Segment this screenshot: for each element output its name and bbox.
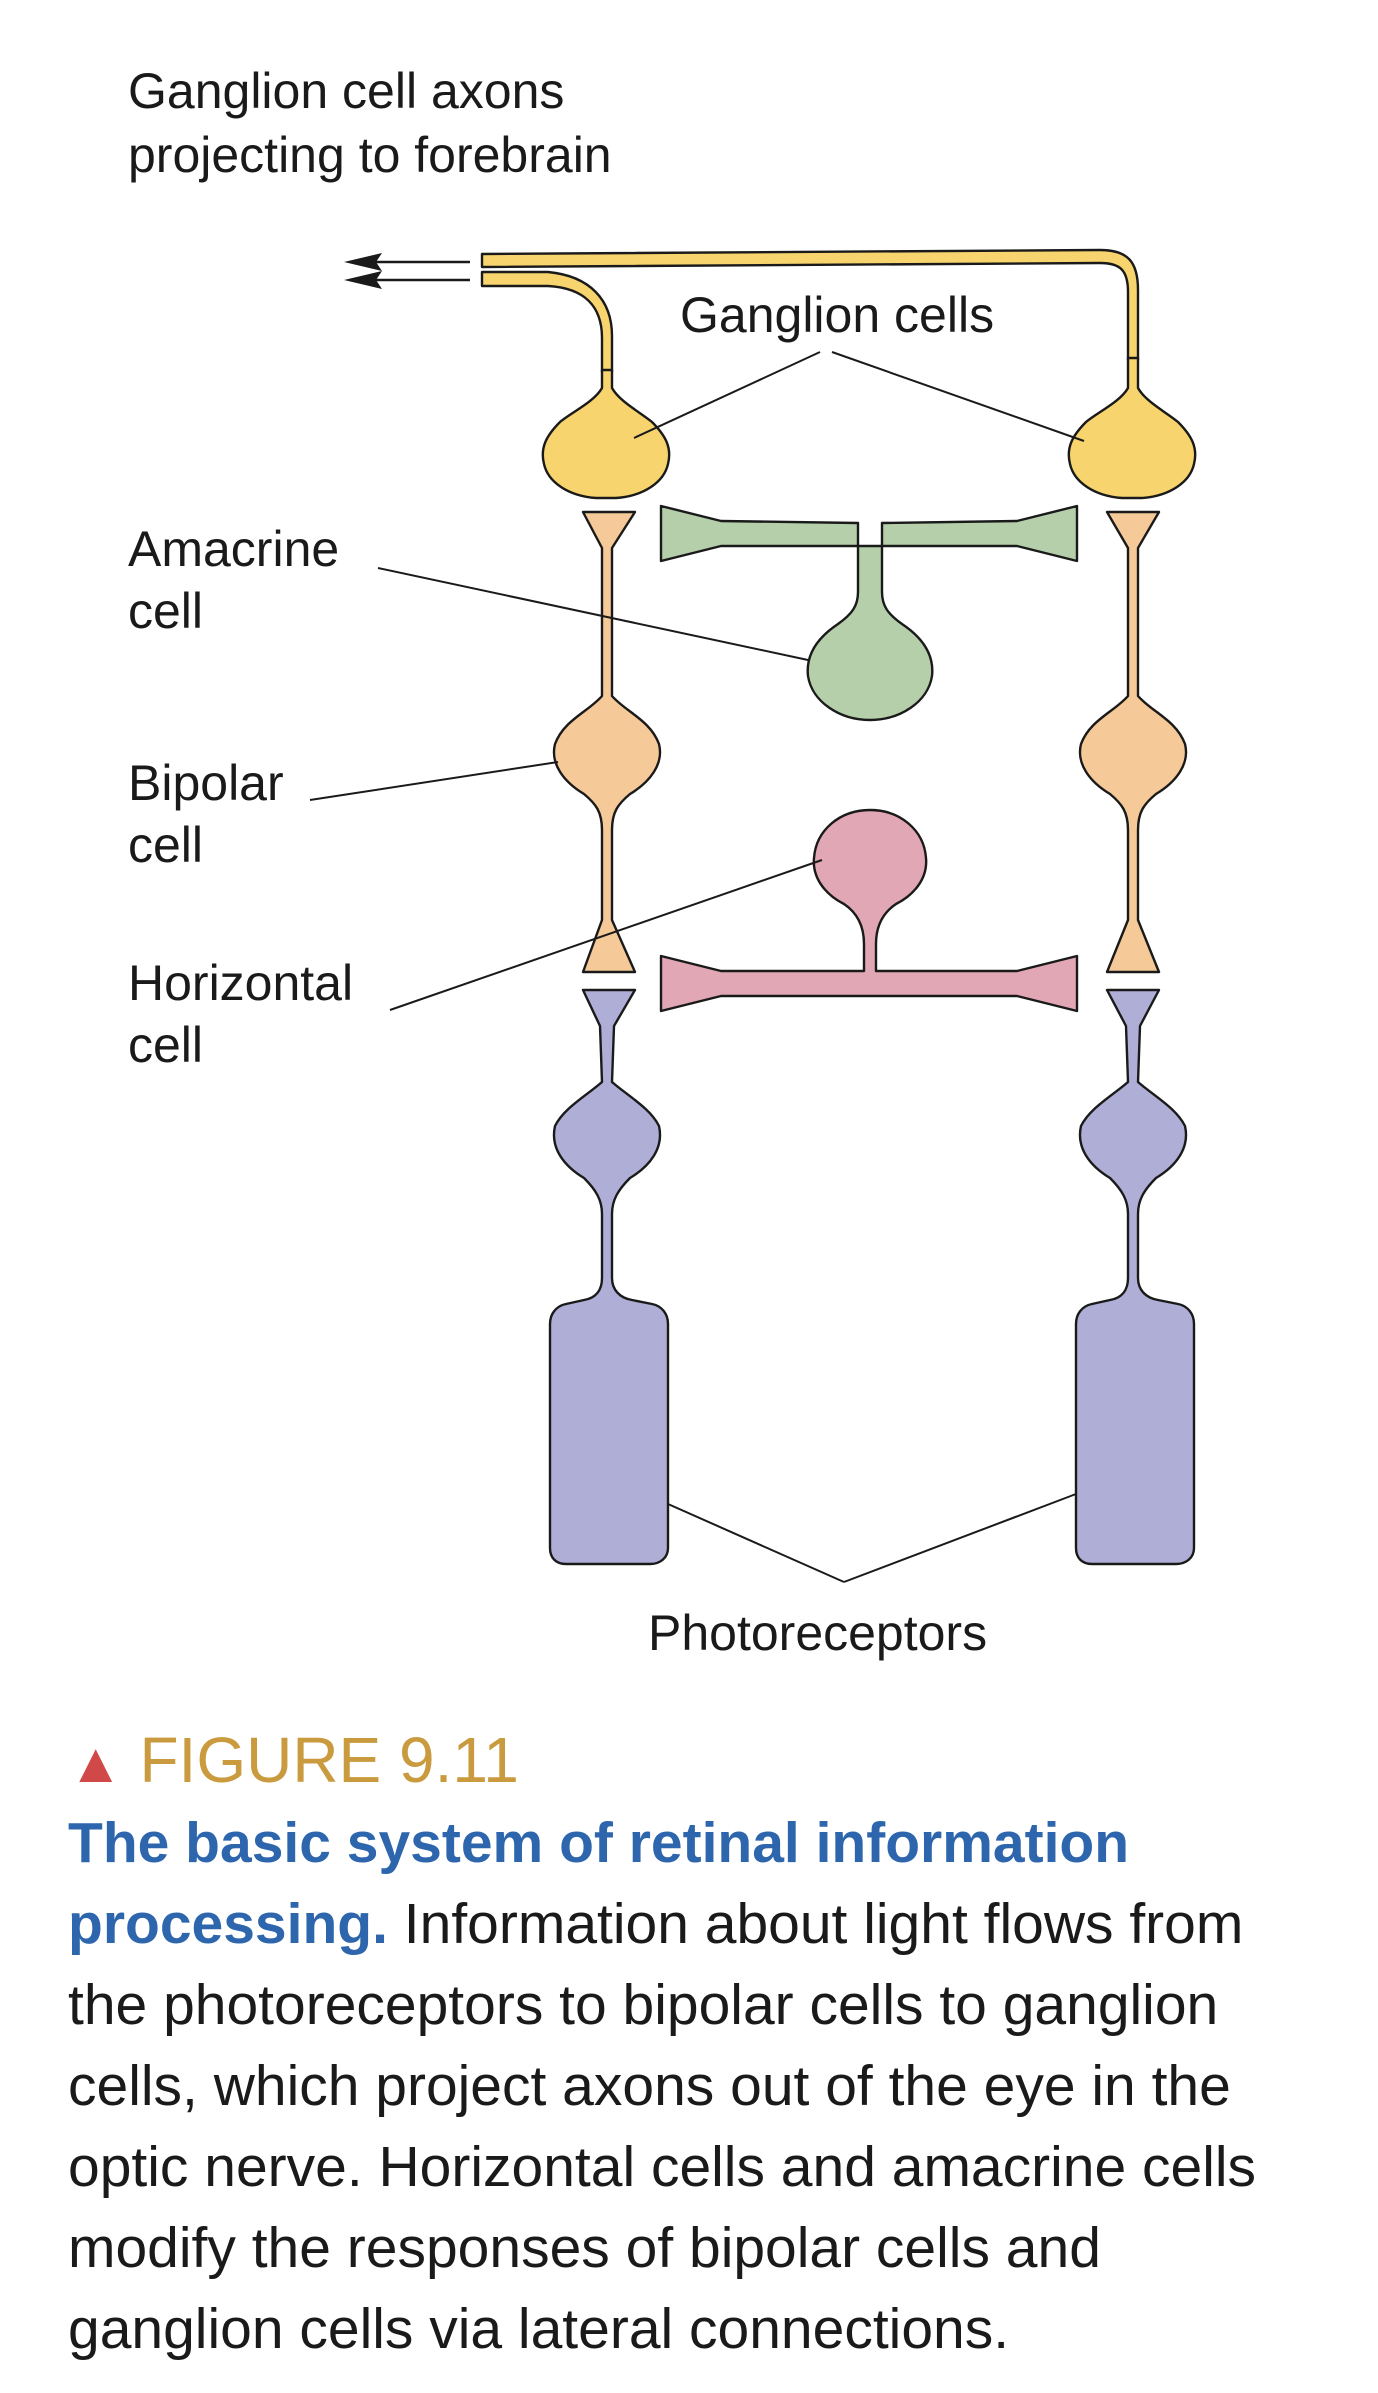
photoreceptor-left	[548, 988, 670, 1566]
figure-caption: ▲FIGURE 9.11 The basic system of retinal…	[68, 1720, 1328, 2370]
photoreceptor-leader-left	[667, 1503, 845, 1583]
figure-heading: ▲FIGURE 9.11	[68, 1720, 1328, 1803]
horizontal-cell	[659, 808, 1079, 1013]
horizontal-label-line2: cell	[128, 1017, 203, 1073]
ganglion-cells-label: Ganglion cells	[680, 287, 994, 343]
bipolar-cell-left	[552, 510, 662, 974]
photoreceptor-right	[1074, 988, 1196, 1566]
bipolar-cell-right	[1078, 510, 1188, 974]
ganglion-leader-left	[633, 351, 821, 439]
axons-label-line1: Ganglion cell axons	[128, 63, 564, 119]
caption-text: Information about light flows from the p…	[68, 1892, 1257, 2361]
ganglion-cell-left	[541, 368, 671, 500]
photoreceptor-leader-right	[843, 1493, 1077, 1583]
figure-label: FIGURE 9.11	[139, 1724, 519, 1796]
axons-label-line2: projecting to forebrain	[128, 127, 612, 183]
axon-arrows	[344, 253, 470, 289]
amacrine-cell	[659, 504, 1079, 722]
ganglion-leader-right	[831, 351, 1085, 442]
bipolar-leader	[309, 761, 559, 801]
amacrine-leader	[377, 567, 809, 661]
ganglion-cell-right	[1067, 356, 1197, 500]
amacrine-label-line1: Amacrine	[128, 521, 339, 577]
horizontal-leader	[389, 859, 823, 1011]
retina-diagram: Ganglion cell axons projecting to forebr…	[128, 63, 1197, 1661]
triangle-icon: ▲	[68, 1731, 124, 1794]
photoreceptors-label: Photoreceptors	[648, 1605, 987, 1661]
caption-body: The basic system of retinal information …	[68, 1803, 1328, 2370]
bipolar-label-line2: cell	[128, 817, 203, 873]
amacrine-label-line2: cell	[128, 583, 203, 639]
bipolar-label-line1: Bipolar	[128, 755, 284, 811]
leader-lines	[309, 351, 1085, 1583]
horizontal-label-line1: Horizontal	[128, 955, 353, 1011]
caption-title: The basic system of retinal information …	[68, 1811, 1130, 1956]
